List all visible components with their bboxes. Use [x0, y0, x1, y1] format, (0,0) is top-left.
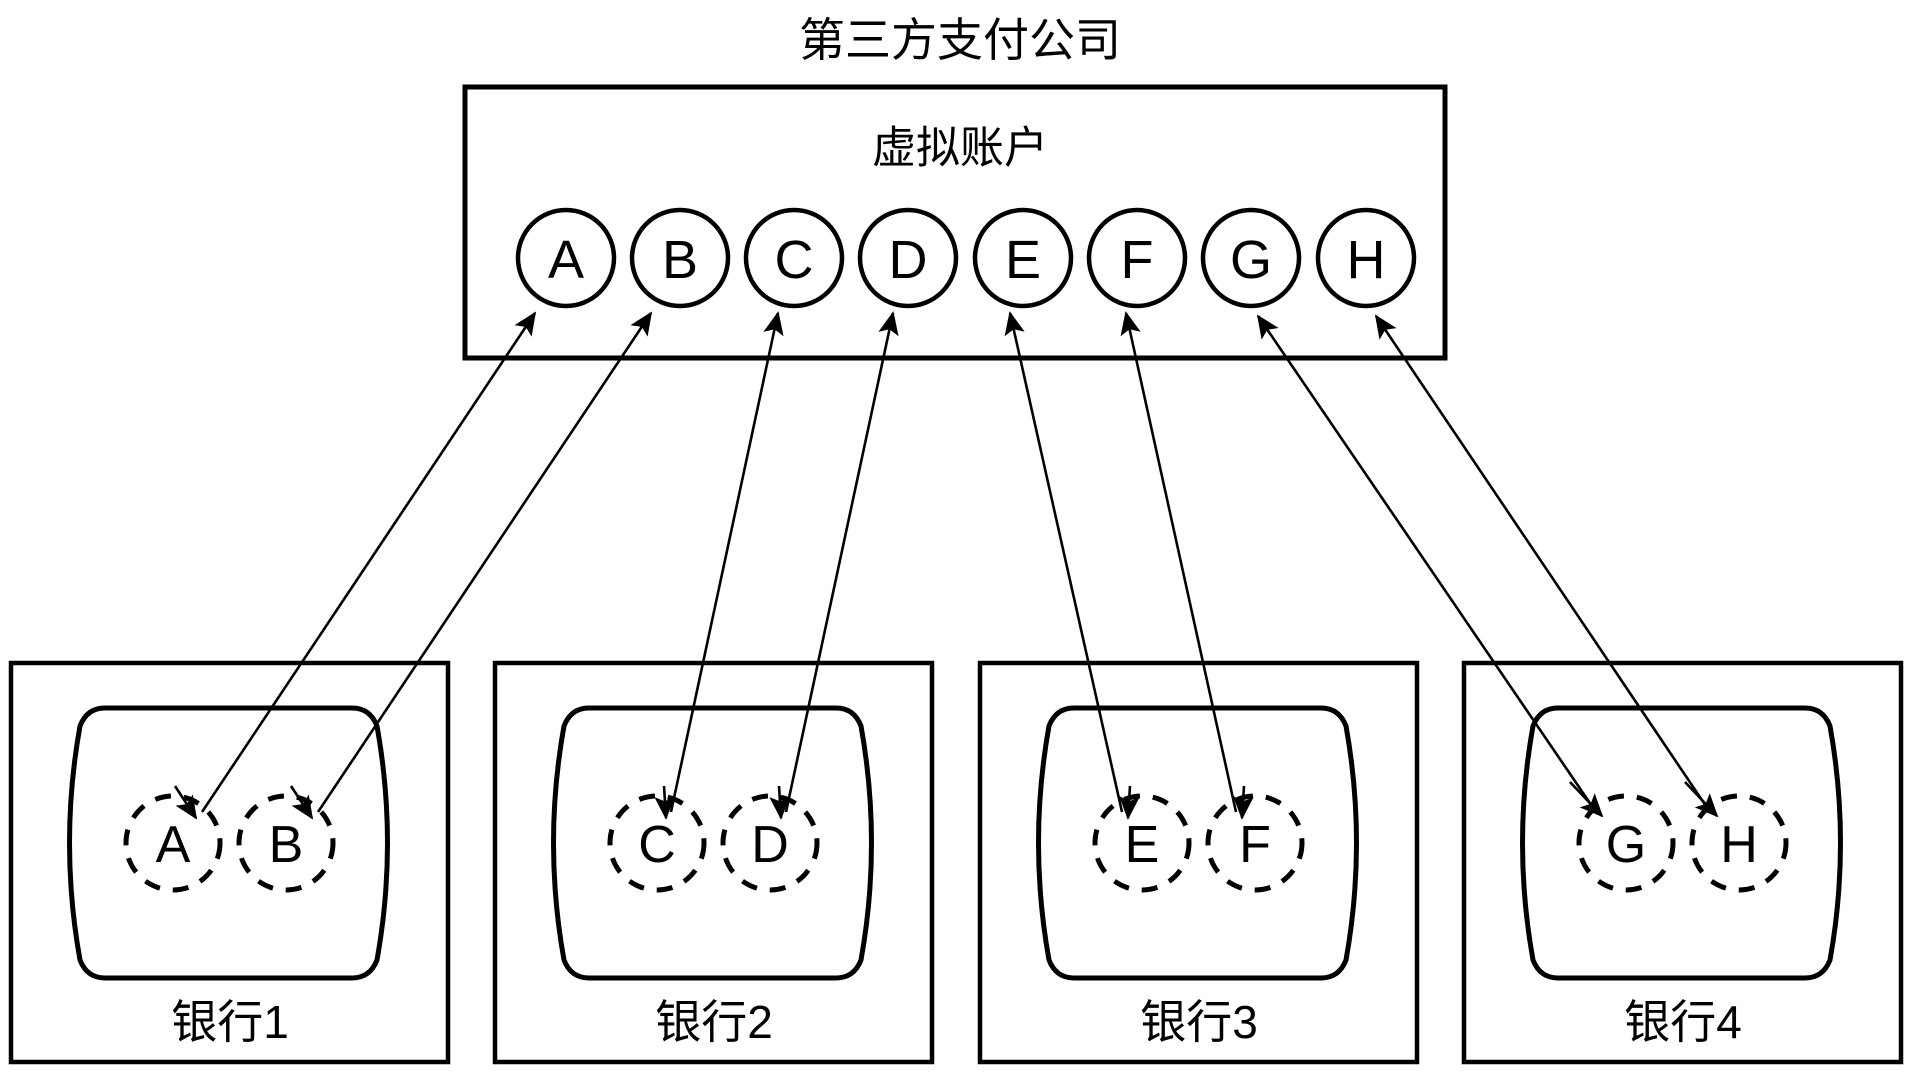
bank-outer-rect — [8, 660, 451, 1065]
bank-outer-rect — [492, 660, 935, 1065]
bank-account-circle[interactable] — [236, 793, 336, 893]
bank-arrow-tip-a — [173, 785, 198, 820]
bank-account-label: C — [638, 816, 676, 874]
virtual-account-group: A B C D E F G — [515, 207, 1417, 309]
bank-account-node-b[interactable]: B — [236, 793, 336, 893]
connection-arrow-g — [1256, 314, 1598, 813]
bank-arrow-tip-f — [1233, 785, 1254, 820]
virtual-account-label: A — [548, 230, 584, 290]
virtual-account-node-g[interactable]: G — [1200, 207, 1302, 309]
bank-account-node-d[interactable]: D — [720, 793, 820, 893]
connection-arrow-d — [784, 311, 899, 813]
virtual-account-circle[interactable] — [1315, 207, 1417, 309]
bank-account-circle[interactable] — [1092, 793, 1192, 893]
connection-arrow-a — [200, 311, 537, 813]
virtual-account-node-b[interactable]: B — [629, 207, 731, 309]
virtual-account-label: E — [1005, 230, 1041, 290]
virtual-account-node-f[interactable]: F — [1086, 207, 1188, 309]
bank-arrow-tip-d — [769, 785, 790, 820]
company-box-outline — [462, 84, 1448, 361]
bank-box-2: C D 银行2 — [492, 660, 935, 1065]
bank-account-circle[interactable] — [1576, 793, 1676, 893]
bank-account-circle[interactable] — [720, 793, 820, 893]
bank-box-1: A B 银行1 — [8, 660, 451, 1065]
bank-account-circle[interactable] — [123, 793, 223, 893]
virtual-account-circle[interactable] — [515, 207, 617, 309]
connection-arrow-b — [316, 311, 653, 813]
bank-account-label: H — [1720, 816, 1758, 874]
bank-account-label: G — [1606, 816, 1646, 874]
virtual-account-label: F — [1121, 230, 1154, 290]
bank-arrow-tips — [173, 781, 1719, 820]
virtual-account-label: H — [1347, 230, 1386, 290]
bank-account-node-e[interactable]: E — [1092, 793, 1192, 893]
bank-account-label: D — [751, 816, 789, 874]
virtual-account-node-e[interactable]: E — [972, 207, 1074, 309]
connection-arrow-c — [669, 311, 784, 813]
virtual-account-circle[interactable] — [857, 207, 959, 309]
virtual-account-circle[interactable] — [1086, 207, 1188, 309]
bank-arrow-tip-c — [654, 785, 675, 820]
virtual-account-label: B — [662, 230, 698, 290]
connection-arrow-e — [1004, 311, 1124, 813]
virtual-account-node-c[interactable]: C — [743, 207, 845, 309]
virtual-account-node-a[interactable]: A — [515, 207, 617, 309]
bank-label: 银行1 — [171, 996, 289, 1048]
virtual-account-circle[interactable] — [743, 207, 845, 309]
bank-account-node-h[interactable]: H — [1689, 793, 1789, 893]
bank-account-node-g[interactable]: G — [1576, 793, 1676, 893]
virtual-account-node-h[interactable]: H — [1315, 207, 1417, 309]
bank-outer-rect — [977, 660, 1420, 1065]
bank-arrow-tip-h — [1684, 781, 1719, 818]
bank-account-label: B — [269, 816, 304, 874]
bank-outer-rect — [1461, 660, 1904, 1065]
bank-account-node-a[interactable]: A — [123, 793, 223, 893]
virtual-account-circle[interactable] — [972, 207, 1074, 309]
virtual-account-circle[interactable] — [1200, 207, 1302, 309]
bank-label: 银行2 — [655, 996, 773, 1048]
bank-box-4: G H 银行4 — [1461, 660, 1904, 1065]
virtual-account-node-d[interactable]: D — [857, 207, 959, 309]
bank-arrow-tip-e — [1119, 785, 1140, 820]
virtual-account-label: C — [775, 230, 814, 290]
page-title: 第三方支付公司 — [799, 14, 1121, 66]
bank-account-circle[interactable] — [607, 793, 707, 893]
bank-inner-barrel — [1036, 705, 1359, 981]
bank-label: 银行3 — [1140, 996, 1258, 1048]
virtual-account-circle[interactable] — [629, 207, 731, 309]
bank-account-node-f[interactable]: F — [1205, 793, 1305, 893]
bank-inner-barrel — [67, 705, 390, 981]
bank-account-label: F — [1239, 816, 1271, 874]
bank-account-label: E — [1125, 816, 1160, 874]
connection-arrow-h — [1374, 314, 1712, 813]
connection-arrows — [200, 311, 1712, 813]
bank-arrow-tip-g — [1569, 781, 1604, 818]
virtual-account-label: D — [889, 230, 928, 290]
third-party-payment-company-box: 虚拟账户 — [462, 84, 1448, 361]
virtual-account-section-label: 虚拟账户 — [872, 124, 1048, 173]
connection-arrow-f — [1120, 311, 1238, 813]
virtual-account-label: G — [1230, 230, 1272, 290]
bank-box-3: E F 银行3 — [977, 660, 1420, 1065]
bank-account-circle[interactable] — [1689, 793, 1789, 893]
bank-arrow-tip-b — [289, 785, 314, 820]
bank-inner-barrel — [551, 705, 874, 981]
bank-account-node-c[interactable]: C — [607, 793, 707, 893]
bank-inner-barrel — [1520, 705, 1843, 981]
bank-account-label: A — [156, 816, 191, 874]
bank-account-circle[interactable] — [1205, 793, 1305, 893]
bank-label: 银行4 — [1624, 996, 1742, 1048]
